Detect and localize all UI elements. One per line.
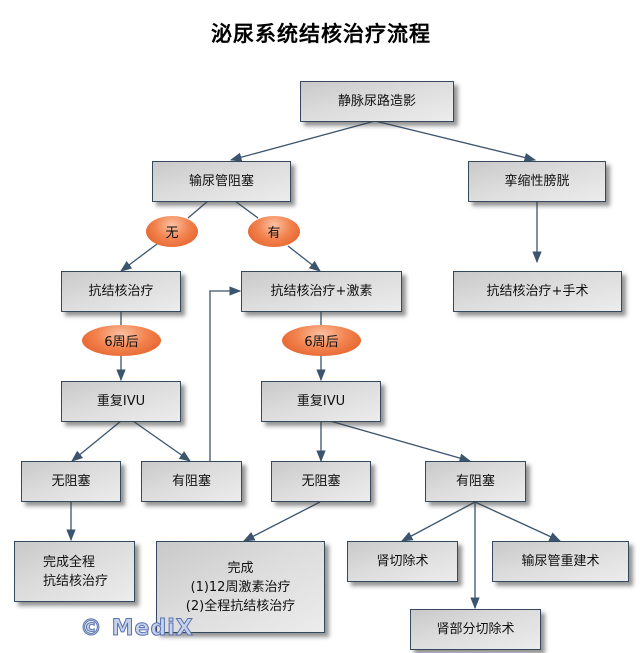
node-no-obstruction-right-label: 无阻塞 (301, 474, 341, 489)
edge-ivu-right-to-obs (329, 420, 472, 463)
node-obstruction-left: 有阻塞 (141, 461, 242, 502)
node-complete-steroid-label: 完成 (1)12周激素治疗 (2)全程抗结核治疗 (185, 560, 296, 614)
node-ureter-obstruction: 输尿管阻塞 (152, 161, 291, 202)
edge-obs-right-to-reconstruction (474, 501, 562, 542)
edge-ivp-to-bladder (374, 120, 537, 163)
edge-ivu-left-to-obs (132, 420, 191, 462)
node-obstruction-right-label: 有阻塞 (455, 474, 495, 489)
node-ureter-reconstruction-label: 输尿管重建术 (521, 554, 600, 569)
node-contracted-bladder-label: 挛缩性膀胱 (504, 174, 570, 189)
node-partial-nephrectomy-label: 肾部分切除术 (436, 622, 515, 637)
node-anti-tb-surgery-label: 抗结核治疗+手术 (486, 284, 589, 299)
node-anti-tb: 抗结核治疗 (61, 271, 181, 312)
label-after-6-weeks-left-text: 6周后 (104, 335, 139, 350)
node-ivp-label: 静脉尿路造影 (337, 94, 416, 109)
node-ureter-obstruction-label: 输尿管阻塞 (188, 174, 254, 189)
label-after-6-weeks-right-text: 6周后 (304, 335, 339, 350)
node-partial-nephrectomy: 肾部分切除术 (410, 609, 541, 650)
node-complete-full-course-label: 完成全程 抗结核治疗 (43, 554, 109, 589)
node-anti-tb-steroid: 抗结核治疗+激素 (241, 271, 402, 312)
node-contracted-bladder: 挛缩性膀胱 (468, 161, 606, 202)
node-repeat-ivu-left-label: 重复IVU (96, 394, 146, 409)
edge-obs-loop-to-steroid (209, 286, 242, 461)
node-no-obstruction-left-label: 无阻塞 (51, 474, 91, 489)
label-yes-text: 有 (267, 226, 281, 241)
node-nephrectomy-label: 肾切除术 (376, 554, 429, 569)
label-no: 无 (146, 216, 198, 247)
label-after-6-weeks-left: 6周后 (82, 325, 161, 356)
node-anti-tb-label: 抗结核治疗 (88, 284, 154, 299)
node-anti-tb-steroid-label: 抗结核治疗+激素 (270, 284, 373, 299)
edge-ureter-to-yes (234, 200, 259, 219)
node-no-obstruction-right: 无阻塞 (271, 461, 371, 502)
node-anti-tb-surgery: 抗结核治疗+手术 (453, 271, 622, 312)
node-ureter-reconstruction: 输尿管重建术 (492, 541, 629, 582)
node-repeat-ivu-left: 重复IVU (61, 381, 181, 422)
edge-noobs-right-to-complete (242, 501, 321, 542)
node-no-obstruction-left: 无阻塞 (21, 461, 121, 502)
label-no-text: 无 (165, 226, 179, 241)
edge-ureter-to-no (187, 200, 209, 219)
watermark: © MediX (80, 616, 194, 642)
edge-ivu-left-to-noobs (71, 420, 122, 462)
edge-no-to-antitb (120, 243, 158, 272)
edge-ivp-to-ureter (229, 120, 376, 162)
node-complete-steroid: 完成 (1)12周激素治疗 (2)全程抗结核治疗 (156, 541, 325, 633)
node-nephrectomy: 肾切除术 (347, 541, 458, 582)
edge-yes-to-antitb-steroid (287, 245, 321, 272)
node-obstruction-right: 有阻塞 (425, 461, 526, 502)
label-after-6-weeks-right: 6周后 (282, 325, 361, 356)
label-yes: 有 (248, 216, 300, 247)
diagram-title: 泌尿系统结核治疗流程 (211, 22, 431, 46)
node-complete-full-course: 完成全程 抗结核治疗 (14, 541, 135, 602)
edge-obs-right-to-nephrectomy (400, 501, 476, 542)
node-obstruction-left-label: 有阻塞 (171, 474, 211, 489)
node-ivp: 静脉尿路造影 (300, 81, 454, 122)
node-repeat-ivu-right-label: 重复IVU (296, 394, 346, 409)
node-repeat-ivu-right: 重复IVU (261, 381, 381, 422)
